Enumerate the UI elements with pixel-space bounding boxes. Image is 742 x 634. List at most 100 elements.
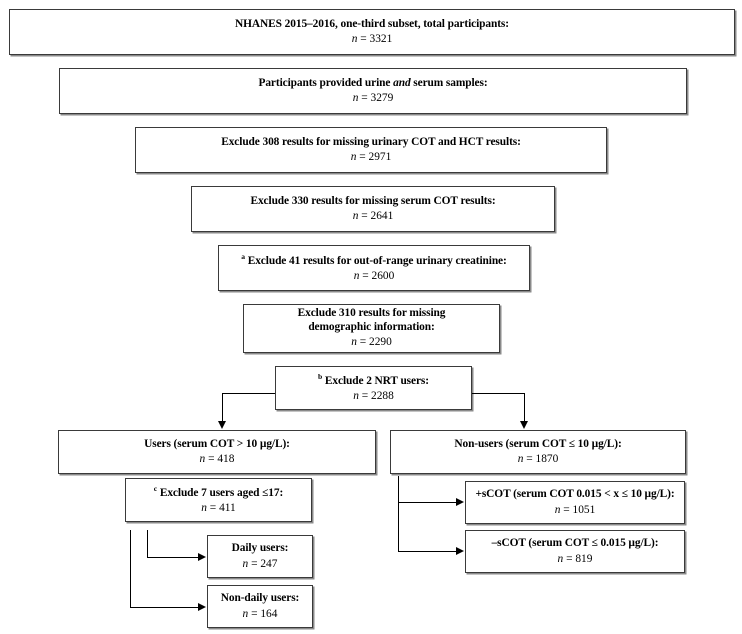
node-exclude-urinary-cot-hct: Exclude 308 results for missing urinary …	[135, 127, 607, 173]
n-italic-13: n	[557, 552, 564, 565]
n-italic-6: n	[353, 389, 359, 402]
node-total-participants-label: NHANES 2015–2016, one-third subset, tota…	[235, 17, 509, 30]
label-post-1: serum samples:	[410, 76, 488, 89]
node-users-count: n = 418	[200, 453, 235, 466]
node-nonusers-label: Non-users (serum COT ≤ 10 µg/L):	[454, 437, 622, 450]
node-daily-users-label: Daily users:	[231, 542, 289, 555]
node-exclude-age-17-label: c Exclude 7 users aged ≤17:	[153, 483, 284, 500]
node-daily-users: Daily users: n = 247	[207, 535, 313, 578]
node-exclude-age-17: c Exclude 7 users aged ≤17: n = 411	[125, 478, 312, 522]
node-nondaily-users-label: Non-daily users:	[220, 592, 300, 605]
node-users: Users (serum COT > 10 µg/L): n = 418	[58, 430, 376, 474]
node-pos-scot: +sCOT (serum COT 0.015 < x ≤ 10 µg/L): n…	[465, 481, 685, 524]
n-eq-4: =	[359, 269, 372, 282]
node-nondaily-users-count: n = 164	[243, 608, 278, 621]
node-exclude-nrt-label: b Exclude 2 NRT users:	[318, 371, 429, 388]
n-value-6: 2288	[371, 389, 394, 402]
node-pos-scot-label: +sCOT (serum COT 0.015 < x ≤ 10 µg/L):	[475, 488, 675, 501]
node-neg-scot-label: –sCOT (serum COT ≤ 0.015 µg/L):	[491, 537, 659, 550]
n-italic-7: n	[199, 453, 206, 465]
node-nondaily-users: Non-daily users: n = 164	[207, 585, 313, 628]
connector-nrt-to-nonusers-horizontal	[472, 393, 525, 394]
n-eq-11: =	[248, 607, 261, 620]
n-eq-8: =	[523, 453, 536, 465]
n-italic-3: n	[352, 210, 359, 222]
connector-to-daily-vertical	[147, 530, 148, 558]
n-italic-8: n	[517, 453, 524, 465]
node-neg-scot-count: n = 819	[558, 553, 593, 566]
n-italic-12: n	[554, 503, 561, 516]
n-eq-2: =	[356, 151, 369, 163]
connector-nrt-to-users-vertical	[222, 393, 223, 422]
node-exclude-demographic-label-line2: demographic information:	[308, 320, 435, 333]
n-italic-4: n	[353, 269, 360, 282]
label-ital-1: and	[393, 76, 411, 89]
n-value-13: 819	[575, 552, 593, 565]
n-value-3: 2641	[370, 210, 394, 222]
node-exclude-serum-cot: Exclude 330 results for missing serum CO…	[191, 186, 555, 232]
node-exclude-urinary-cot-hct-label: Exclude 308 results for missing urinary …	[221, 135, 521, 148]
node-pos-scot-count: n = 1051	[555, 504, 596, 517]
node-exclude-serum-cot-label: Exclude 330 results for missing serum CO…	[250, 194, 496, 207]
n-value-9: 411	[219, 501, 236, 514]
footnote-marker-a: a	[241, 251, 245, 261]
node-total-participants-count: n = 3321	[352, 33, 393, 46]
node-exclude-creatinine-count: n = 2600	[354, 270, 395, 283]
node-exclude-nrt: b Exclude 2 NRT users: n = 2288	[275, 366, 472, 410]
node-exclude-creatinine-label: a Exclude 41 results for out-of-range ur…	[241, 251, 507, 268]
connector-to-nondaily-horizontal	[130, 607, 199, 608]
node-exclude-urinary-cot-hct-count: n = 2971	[351, 151, 392, 164]
label-text-9: Exclude 7 users aged ≤17:	[159, 486, 284, 499]
n-italic-1: n	[352, 92, 359, 104]
n-value-10: 247	[260, 557, 278, 570]
n-eq-5: =	[356, 336, 370, 349]
node-exclude-demographic-label-line1: Exclude 310 results for missing	[297, 307, 446, 320]
connector-to-neg-scot-vertical	[398, 502, 399, 551]
node-daily-users-count: n = 247	[243, 558, 278, 571]
n-italic-5: n	[351, 336, 357, 349]
n-value-2: 2971	[368, 151, 392, 163]
connector-to-pos-scot-horizontal	[398, 502, 457, 503]
arrowhead-to-nonusers	[520, 421, 528, 429]
node-exclude-nrt-count: n = 2288	[353, 390, 394, 403]
n-eq-3: =	[358, 210, 371, 222]
node-provided-samples: Participants provided urine and serum sa…	[59, 68, 687, 114]
node-total-participants: NHANES 2015–2016, one-third subset, tota…	[9, 9, 735, 55]
label-text-4: Exclude 41 results for out-of-range urin…	[247, 254, 507, 267]
n-value-12: 1051	[572, 503, 596, 516]
node-users-label: Users (serum COT > 10 µg/L):	[144, 437, 290, 450]
node-nonusers: Non-users (serum COT ≤ 10 µg/L): n = 187…	[390, 430, 686, 474]
connector-to-nondaily-vertical	[130, 530, 131, 608]
node-exclude-serum-cot-count: n = 2641	[353, 210, 394, 223]
connector-to-pos-scot-vertical	[398, 476, 399, 503]
node-nonusers-count: n = 1870	[518, 453, 559, 466]
n-value-0: 3321	[369, 33, 393, 45]
connector-to-daily-horizontal	[147, 557, 199, 558]
footnote-marker-b: b	[318, 371, 323, 381]
n-eq-13: =	[563, 552, 576, 565]
n-value-7: 418	[217, 453, 235, 465]
node-neg-scot: –sCOT (serum COT ≤ 0.015 µg/L): n = 819	[465, 530, 685, 573]
node-exclude-creatinine: a Exclude 41 results for out-of-range ur…	[218, 245, 530, 291]
n-italic-0: n	[351, 33, 358, 45]
arrowhead-to-daily-users	[198, 553, 206, 561]
n-value-8: 1870	[535, 453, 559, 465]
n-value-4: 2600	[371, 269, 395, 282]
connector-nrt-to-users-horizontal	[222, 393, 275, 394]
node-provided-samples-label: Participants provided urine and serum sa…	[258, 77, 487, 90]
n-italic-9: n	[201, 501, 207, 514]
connector-nrt-to-nonusers-vertical	[524, 393, 525, 422]
n-eq-10: =	[248, 557, 261, 570]
n-eq-1: =	[358, 92, 371, 104]
node-exclude-demographic-count: n = 2290	[351, 336, 392, 349]
arrowhead-to-neg-scot	[456, 547, 464, 555]
node-exclude-age-17-count: n = 411	[201, 502, 236, 515]
arrowhead-to-pos-scot	[456, 498, 464, 506]
node-provided-samples-count: n = 3279	[353, 92, 394, 105]
n-eq-7: =	[205, 453, 218, 465]
arrowhead-to-nondaily-users	[198, 603, 206, 611]
n-italic-2: n	[350, 151, 357, 163]
footnote-marker-c: c	[153, 483, 158, 493]
n-italic-10: n	[242, 557, 249, 570]
label-pre-1: Participants provided urine	[258, 76, 394, 89]
